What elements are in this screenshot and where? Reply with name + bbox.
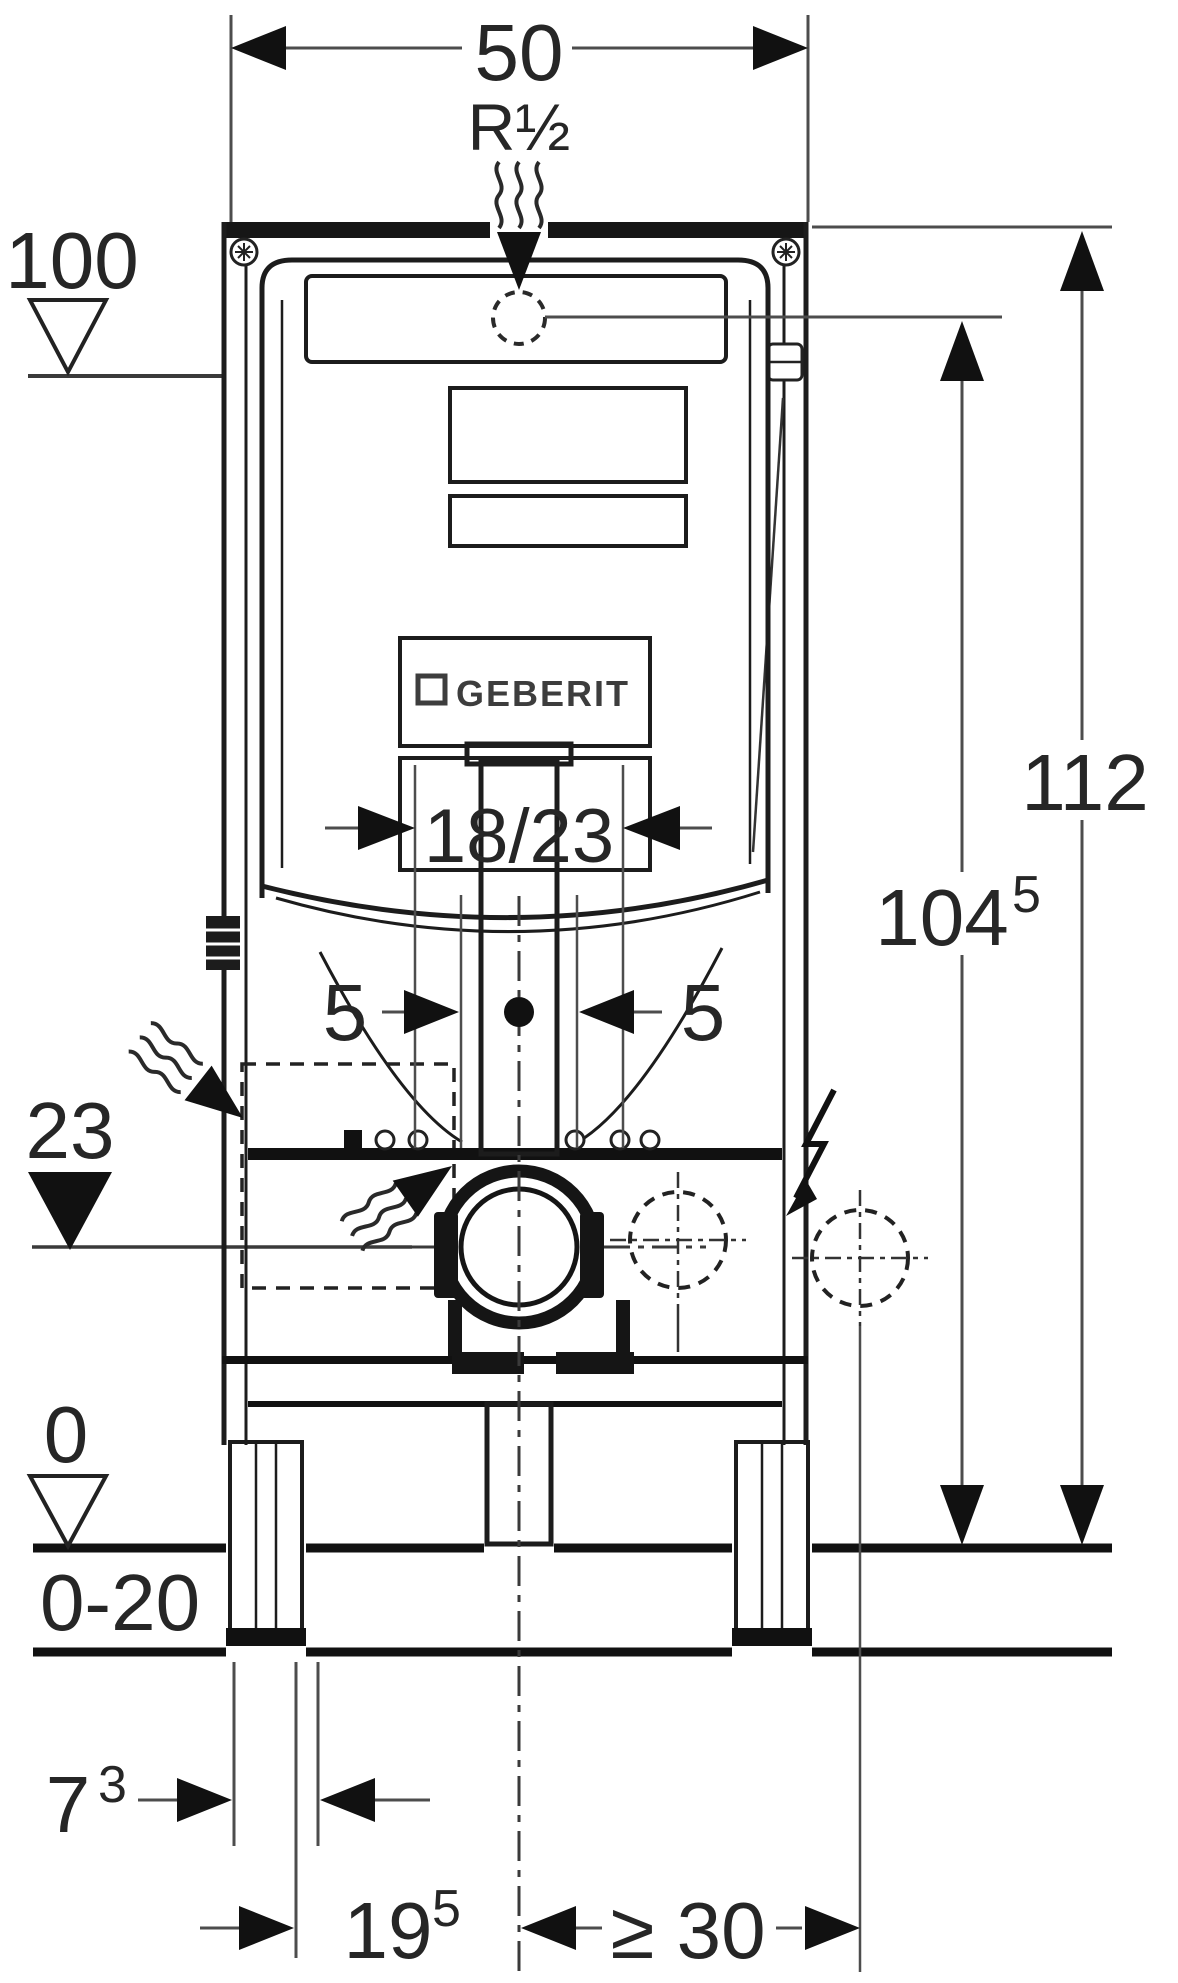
drain-connector [434,1164,634,1374]
dim-offset-left-label: 5 [323,968,368,1057]
supply-connection-circle [491,290,547,346]
dim-supply-height: 104 5 [545,315,1041,1545]
supply-arrow-icon [497,232,541,290]
screw-icon [229,237,259,267]
dim-outlet-setout-sup: 5 [432,1880,461,1938]
water-supply-icon [491,160,547,346]
bottom-extension-lines [232,1662,320,1958]
dim-supply-height-label: 104 [875,873,1008,962]
arrow-up-icon [1060,231,1104,291]
frame-leg-left [226,1440,306,1646]
knockout-circle-icon [610,1172,746,1352]
logo-square-icon [415,673,448,706]
access-shaft-mid [448,494,688,548]
access-shaft-lower [398,756,652,872]
outlet-level-marker: 23 [26,1086,115,1250]
flush-bend-duct [464,741,574,1157]
optional-area-dashed-box [240,1062,456,1290]
dim-offset-right: 5 [579,968,725,1057]
extension-lines [413,765,625,1148]
level-triangle-open-icon [26,1474,110,1551]
center-reference-dot [504,997,534,1027]
screw-icon [771,237,801,267]
arrow-left-icon [579,990,634,1034]
zero-level-label: 0 [44,1390,89,1479]
brand-panel: GEBERIT [398,636,652,748]
frame-rail-right [782,222,809,1445]
meter-level-marker: 100 [5,216,139,377]
wall-anchor-bracket [206,916,240,970]
supply-thread-label: R½ [468,90,571,164]
dim-offset-right-label: 5 [681,968,726,1057]
zero-level-marker: 0 [26,1390,110,1551]
dim-front-depth: 7 3 [46,1756,430,1849]
floor-lines [28,374,1112,1657]
frame-rail-left [221,222,248,1445]
dim-side-clearance-label: ≥ 30 [610,1886,765,1975]
dim-service-opening: 18/23 [325,794,712,879]
dim-outlet-setout: 19 5 [200,1880,461,1975]
arrow-left-icon [320,1778,375,1822]
cistern-bottom [261,877,769,921]
dim-total-height: 112 [812,225,1149,1545]
cistern-lid [304,274,728,364]
top-rail-right [548,222,808,238]
pipe-clamp [766,342,804,382]
arrow-right-icon [805,1906,860,1950]
access-shaft-upper [448,386,688,484]
dim-total-height-label: 112 [1021,738,1149,827]
meter-level-label: 100 [5,216,138,305]
arrow-left-icon [521,1906,576,1950]
arrow-up-icon [940,321,984,381]
level-triangle-filled-icon [28,1172,112,1250]
arrow-right-icon [177,1778,232,1822]
arrow-right-icon [239,1906,294,1950]
arrow-down-icon [1060,1485,1104,1545]
arrow-left-icon [231,26,286,70]
dim-supply-height-sup: 5 [1012,866,1041,924]
outlet-level-label: 23 [26,1086,115,1175]
dim-side-clearance: ≥ 30 [521,1886,860,1975]
lightning-bolt-icon [786,1088,837,1216]
dim-front-depth-label: 7 [46,1760,91,1849]
arrow-right-icon [404,990,459,1034]
flush-drain-arrow-icon [339,1166,452,1252]
dim-service-opening-label: 18/23 [424,794,614,879]
dim-outlet-setout-label: 19 [344,1886,433,1975]
flush-inlet-arrow-icon [128,1021,243,1118]
knockout-circle-icon [792,1190,928,1326]
arrow-right-icon [358,806,415,850]
dim-offset-left: 5 [323,968,459,1057]
floor-buildup-label: 0-20 [40,1558,200,1647]
arrow-down-icon [940,1485,984,1545]
dim-frame-width-label: 50 [475,8,564,97]
dim-frame-width: 50 [229,8,810,222]
dim-front-depth-sup: 3 [98,1756,127,1814]
top-rail-left [222,222,490,238]
frame-leg-right [732,1440,812,1646]
arrow-right-icon [753,26,808,70]
level-triangle-open-icon [26,298,110,377]
arrow-left-icon [623,806,680,850]
brand-logo-text: GEBERIT [456,673,630,714]
